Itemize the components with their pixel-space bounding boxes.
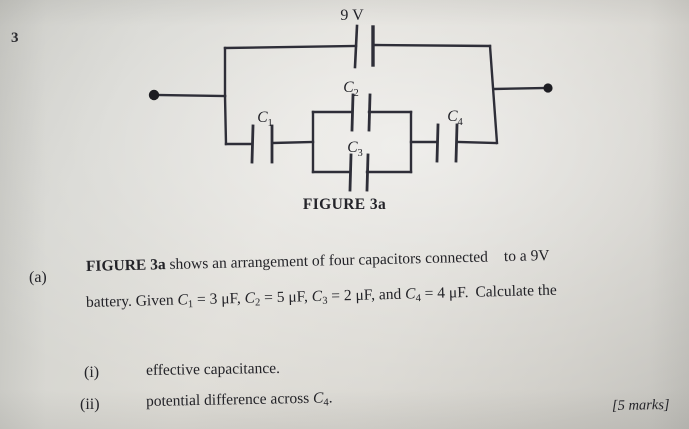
and-conjunction: and	[374, 285, 406, 304]
item-i-text: effective capacitance.	[145, 359, 281, 379]
plate-c2-right	[367, 93, 372, 132]
plate-c4-right	[454, 123, 459, 163]
item-ii-text: potential difference across C4.	[146, 389, 333, 412]
part-label-a: (a)	[29, 269, 47, 286]
question-number: 3	[11, 30, 19, 46]
plate-c2-left	[350, 93, 355, 132]
question-line-1: FIGURE 3a shows an arrangement of four c…	[86, 247, 550, 276]
figure-reference: FIGURE 3a	[85, 256, 166, 275]
item-ii-lead: potential difference across	[145, 389, 314, 410]
wire-left-lead	[153, 93, 227, 98]
plate-source-left	[353, 24, 359, 69]
wire-c1-to-block	[271, 140, 315, 145]
question-line-1-text: shows an arrangement of four capacitors …	[165, 248, 489, 274]
terminal-dot-right	[543, 83, 553, 93]
marks-allocation: [5 marks]	[611, 396, 670, 414]
wire-top-left	[223, 44, 358, 50]
terminal-dot-left	[148, 89, 160, 101]
circuit-diagram-svg: 9 V C1 C2 C3 C4	[148, 7, 553, 192]
question-line-1-tail: to a 9V	[503, 247, 550, 266]
capacitor-label-c1: C1	[257, 109, 273, 129]
figure-caption: FIGURE 3a	[302, 196, 387, 213]
question-line-2: battery. Given C1 = 3 μF, C2 = 5 μF, C3 …	[86, 282, 557, 313]
item-ii-period: .	[328, 389, 333, 407]
plate-c3-left	[348, 153, 353, 192]
capacitor-label-c4: C4	[447, 108, 463, 128]
plate-c1-left	[250, 124, 255, 164]
wire-right-lead	[492, 86, 549, 91]
capacitor-label-c2: C2	[343, 79, 359, 99]
circuit-figure: 9 V C1 C2 C3 C4 FIGURE 3a	[148, 7, 553, 213]
wire-top-right	[372, 43, 492, 48]
c1-value: = 3 μF,	[192, 289, 245, 309]
question-line-2-tail: Calculate the	[475, 281, 558, 301]
source-label: 9 V	[340, 7, 364, 24]
wire-right-vertical	[488, 44, 499, 145]
plate-c3-right	[365, 153, 370, 192]
c3-value: = 2 μF,	[327, 286, 376, 305]
item-label-ii: (ii)	[80, 396, 100, 413]
c2-value: = 5 μF,	[260, 288, 313, 307]
var-c2: C	[244, 289, 256, 307]
var-c3: C	[311, 287, 323, 306]
c4-value: = 4 μF.	[420, 283, 469, 303]
var-c1: C	[177, 291, 189, 309]
capacitor-label-c3: C3	[347, 139, 363, 159]
wire-c4-to-right	[456, 140, 498, 145]
given-lead: battery. Given	[85, 291, 178, 311]
item-label-i: (i)	[84, 364, 100, 381]
var-c4: C	[404, 285, 416, 303]
wire-left-vertical-lower	[223, 94, 228, 146]
plate-c4-left	[435, 123, 440, 163]
